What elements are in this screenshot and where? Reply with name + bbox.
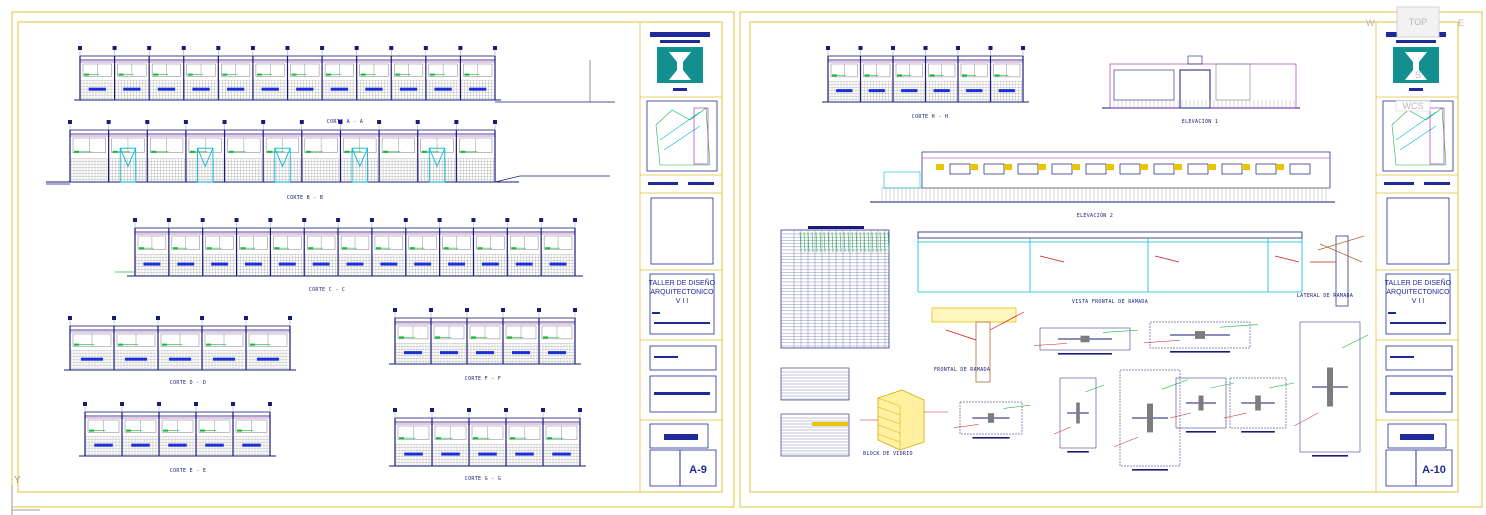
corte-f-f-drawing: [389, 308, 581, 365]
course-title-line2-a9: ARQUITECTONICO: [650, 289, 714, 296]
ucs-icon: [11, 485, 40, 515]
sheet-number-a9: A-9: [689, 464, 707, 476]
label-corte-c-c: CORTE C - C: [309, 287, 345, 293]
field-bar-a9: [654, 322, 710, 324]
label-corte-e-e: CORTE E - E: [170, 468, 206, 474]
label-corte-f-f: CORTE F - F: [465, 376, 501, 382]
label-corte-g-g: CORTE G - G: [465, 476, 501, 482]
viewcube-west-label[interactable]: W: [1366, 18, 1375, 28]
label-lateral-ramada: LATERAL DE RAMADA: [1297, 293, 1353, 299]
sheet-a9-frame: [11, 11, 735, 508]
title-block-a10: [1375, 22, 1458, 492]
field-bar-a9: [654, 356, 678, 358]
elevacion-1-drawing: [1102, 55, 1300, 109]
corte-c-c-drawing: [115, 218, 583, 277]
viewcube-top-label: TOP: [1409, 17, 1427, 27]
field-bar-a10: [1388, 312, 1396, 314]
label-frontal-ramada: FRONTAL DE RAMADA: [934, 367, 990, 373]
schedule-table: [780, 226, 890, 457]
label-corte-h-h: CORTE H - H: [912, 114, 948, 120]
label-elevacion-2: ELEVACIÓN 2: [1077, 212, 1113, 219]
sheet-a10-inner-frame: [749, 21, 1459, 493]
corte-h-h-drawing: [822, 46, 1029, 103]
field-bar-a9: [664, 434, 698, 440]
sheet-frames: [11, 11, 1483, 508]
field-bar-a10: [1390, 392, 1446, 395]
wcs-menu-button[interactable]: [1395, 100, 1431, 112]
viewcube-top-face[interactable]: [1396, 6, 1440, 38]
corte-a-a-drawing: [74, 46, 501, 101]
field-bar-a10: [1390, 322, 1446, 324]
label-block-vidrio: BLOCK DE VIDRIO: [863, 451, 913, 457]
drawing-views: [46, 46, 1369, 471]
corte-g-g-drawing: [389, 408, 586, 467]
construction-details: [953, 321, 1369, 471]
corte-d-d-drawing: [64, 316, 296, 371]
sheet-a10-frame: [739, 11, 1483, 508]
block-vidrio-drawing: [860, 389, 948, 451]
course-title-line1-a9: TALLER DE DISEÑO: [649, 278, 716, 287]
field-bar-a9: [652, 312, 660, 314]
course-title-line2-a10: ARQUITECTONICO: [1386, 289, 1450, 296]
elevacion-2-drawing: [870, 151, 1335, 203]
viewcube-east-label[interactable]: E: [1458, 18, 1464, 28]
lateral-ramada-drawing: [1310, 235, 1365, 307]
course-title-line3-a10: V I I: [1412, 298, 1425, 305]
university-logo-a9: [650, 32, 710, 91]
university-logo-a10: [1386, 32, 1446, 91]
viewcube[interactable]: TOP W E S WCS: [1366, 6, 1464, 112]
field-bar-a10: [1400, 434, 1434, 440]
field-bar-a9: [654, 392, 710, 395]
ucs-y-axis-label: Y: [14, 475, 21, 486]
label-corte-b-b: CORTE B - B: [287, 195, 323, 201]
label-elevacion-1: ELEVACIÓN 1: [1182, 118, 1218, 125]
viewcube-south-label[interactable]: S: [1415, 70, 1421, 80]
corte-e-e-drawing: [79, 402, 276, 457]
frontal-ramada-drawing: [931, 307, 1025, 383]
sheet-number-a10: A-10: [1422, 464, 1446, 476]
label-vista-frontal-ramada: VISTA FRONTAL DE RAMADA: [1072, 299, 1148, 305]
vista-frontal-ramada-drawing: [917, 231, 1303, 293]
label-corte-a-a: CORTE A - A: [327, 119, 363, 125]
corte-b-b-drawing: [46, 120, 519, 183]
sheet-a9-inner-frame: [17, 21, 723, 493]
course-title-line1-a10: TALLER DE DISEÑO: [1385, 278, 1452, 287]
wcs-label: WCS: [1403, 101, 1424, 111]
title-block-a9: [639, 22, 722, 492]
title-strip-a10: [1384, 182, 1450, 185]
course-title-line3-a9: V I I: [676, 298, 689, 305]
title-strip-a9: [648, 182, 714, 185]
label-corte-d-d: CORTE D - D: [170, 380, 206, 386]
field-bar-a10: [1390, 356, 1414, 358]
key-plan-a10: [1391, 107, 1447, 166]
key-plan-a9: [655, 107, 711, 166]
